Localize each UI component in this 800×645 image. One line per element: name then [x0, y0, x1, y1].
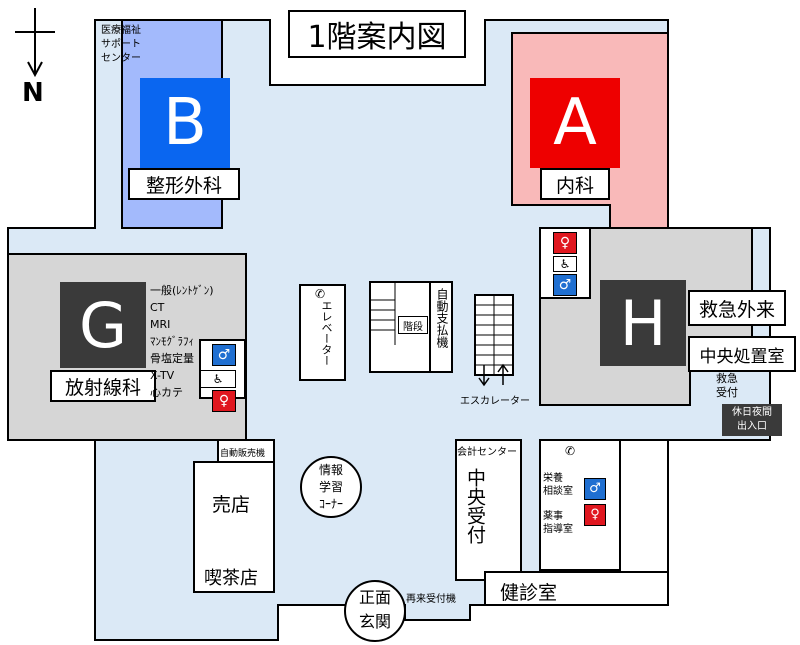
- pharmacy-room-line: 指導室: [543, 524, 573, 535]
- radiology-room: 心カテ: [150, 386, 183, 399]
- stairs-label: 階段: [398, 316, 428, 334]
- mens-toilet-icon: ♂: [584, 478, 606, 500]
- nutrition-room-label: 栄養 相談室: [543, 472, 573, 498]
- north-indicator: N: [22, 78, 44, 108]
- radiology-room-list: 一般(ﾚﾝﾄｹﾞﾝ) CT MRI ﾏﾝﾓｸﾞﾗﾌｨ 骨塩定量 X-TV 心カテ: [150, 282, 214, 401]
- womens-toilet-icon: ♀: [584, 504, 606, 526]
- pharmacy-room-label: 薬事 指導室: [543, 510, 573, 536]
- pharmacy-room-line: 薬事: [543, 511, 563, 522]
- department-h-name2: 中央処置室: [688, 336, 796, 372]
- department-h-name: 救急外来: [688, 290, 786, 326]
- elevator-label: エレベーター: [320, 300, 333, 366]
- mens-toilet-icon: ♂: [212, 344, 236, 366]
- department-b-badge: B: [140, 78, 230, 168]
- compass-icon: [15, 8, 55, 78]
- accounting-center-label: 会計センター: [457, 447, 517, 458]
- radiology-room: X-TV: [150, 369, 175, 382]
- department-a-name: 内科: [540, 168, 610, 200]
- phone-icon: ✆: [565, 444, 575, 458]
- escalator-steps: [475, 295, 513, 375]
- accessible-toilet-icon: ♿: [553, 256, 577, 272]
- info-corner-line: 情報: [318, 463, 343, 477]
- department-b-name: 整形外科: [128, 168, 240, 200]
- auto-payment-label: 自動支払機: [435, 288, 449, 348]
- radiology-room: 骨塩定量: [150, 352, 194, 365]
- department-a-badge: A: [530, 78, 620, 168]
- department-g-badge: G: [60, 282, 146, 368]
- emergency-reception-line: 救急: [716, 372, 738, 385]
- mens-toilet-icon: ♂: [553, 274, 577, 296]
- support-center-line: サポート: [101, 39, 141, 50]
- main-entrance-line: 玄関: [358, 612, 391, 631]
- night-entrance-label: 休日夜間 出入口: [722, 404, 782, 436]
- night-entrance-line: 出入口: [737, 421, 767, 432]
- central-reception-label: 中央受付: [464, 468, 486, 544]
- phone-icon: ✆: [315, 287, 325, 301]
- accessible-toilet-icon: ♿: [200, 370, 236, 388]
- support-center-label: 医療福祉 サポート センター: [96, 24, 146, 66]
- nutrition-room-line: 栄養: [543, 473, 563, 484]
- info-corner-line: 学習: [318, 480, 343, 494]
- womens-toilet-icon: ♀: [553, 232, 577, 254]
- vending-machine-label: 自動販売機: [220, 449, 266, 459]
- shop-label: 売店: [212, 494, 251, 516]
- escalator-label: エスカレーター: [460, 396, 530, 407]
- radiology-room: ﾏﾝﾓｸﾞﾗﾌｨ: [150, 335, 194, 348]
- escalator-arrows: [478, 363, 509, 387]
- support-center-line: センター: [101, 53, 141, 64]
- radiology-room: MRI: [150, 318, 171, 331]
- cafe-label: 喫茶店: [204, 568, 258, 589]
- department-h-badge: H: [600, 280, 686, 366]
- main-entrance-label[interactable]: 正面 玄関: [344, 580, 406, 642]
- womens-toilet-icon: ♀: [212, 390, 236, 412]
- nutrition-room-line: 相談室: [543, 486, 573, 497]
- main-entrance-line: 正面: [358, 588, 391, 607]
- emergency-reception-line: 受付: [716, 386, 738, 399]
- radiology-room: 一般(ﾚﾝﾄｹﾞﾝ): [150, 284, 214, 297]
- checkup-room-label: 健診室: [500, 582, 558, 604]
- night-entrance-line: 休日夜間: [732, 407, 772, 418]
- emergency-reception-label: 救急 受付: [716, 372, 738, 400]
- info-corner-line: ｺｰﾅｰ: [318, 497, 343, 511]
- page-title: 1階案内図: [288, 10, 466, 58]
- department-g-name: 放射線科: [50, 370, 156, 402]
- support-center-line: 医療福祉: [101, 25, 141, 36]
- stairs-steps: [370, 282, 396, 345]
- radiology-room: CT: [150, 301, 165, 314]
- revisit-machine-label: 再来受付機: [406, 594, 456, 605]
- info-corner-label: 情報 学習 ｺｰﾅｰ: [300, 456, 362, 518]
